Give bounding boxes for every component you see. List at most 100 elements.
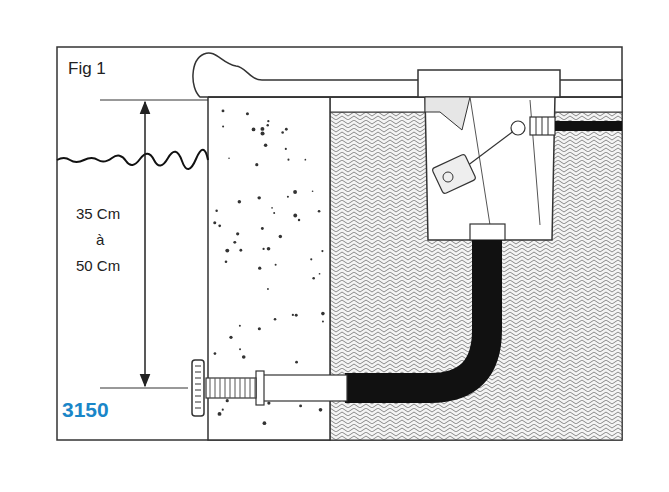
concrete-dot — [319, 408, 323, 412]
inlet-flange — [192, 360, 204, 416]
thread-line — [230, 378, 231, 398]
skimmer-body — [425, 95, 555, 240]
thread-line — [225, 378, 226, 398]
concrete-dot — [258, 327, 261, 330]
extension-line — [100, 388, 188, 389]
concrete-dot — [319, 273, 321, 275]
side-port-thread — [536, 117, 548, 135]
side-hose — [555, 121, 622, 131]
concrete-dot — [262, 248, 264, 250]
concrete-dot — [239, 348, 241, 350]
inlet-grille — [195, 366, 201, 408]
concrete-dot — [246, 112, 249, 115]
concrete-dot — [275, 264, 277, 266]
concrete-dot — [218, 412, 222, 416]
flexible-hose — [345, 240, 487, 388]
skimmer-weir — [425, 97, 470, 130]
concrete-dot — [222, 109, 225, 112]
bottom-outlet — [470, 224, 505, 240]
concrete-dot — [236, 232, 239, 235]
concrete-dot — [271, 207, 273, 209]
dimension-line — [144, 102, 146, 386]
thread-line — [235, 378, 236, 398]
thread-line — [220, 378, 221, 398]
concrete-dot — [229, 336, 232, 339]
thread-line — [245, 378, 246, 398]
thread-line — [250, 378, 251, 398]
concrete-dot — [287, 159, 289, 161]
concrete-dot — [281, 131, 284, 134]
concrete-dot — [255, 163, 258, 166]
concrete-dot — [279, 235, 282, 238]
concrete-dot — [257, 196, 260, 199]
concrete-dot — [214, 352, 217, 355]
skimmer-lid — [418, 70, 560, 97]
concrete-dot — [218, 224, 221, 227]
concrete-dot — [273, 212, 275, 214]
concrete-dot — [295, 361, 298, 364]
concrete-dot — [225, 249, 229, 253]
concrete-dot — [252, 128, 256, 132]
coping — [193, 53, 622, 97]
concrete-dot — [215, 210, 217, 212]
water-line — [57, 150, 208, 169]
skimmer-basket — [470, 97, 540, 225]
dimension-text: à — [96, 232, 104, 249]
concrete-dot — [222, 409, 224, 411]
float — [432, 154, 476, 195]
concrete-dot — [285, 148, 287, 150]
concrete-dot — [285, 128, 288, 131]
concrete-dot — [293, 214, 297, 218]
concrete-dot — [293, 190, 297, 194]
concrete-dot — [233, 241, 236, 244]
part-number: 3150 — [62, 398, 109, 421]
dimension-text: 35 Cm — [76, 206, 120, 223]
concrete-dot — [321, 312, 325, 316]
concrete-dot — [312, 190, 314, 192]
concrete-dot — [267, 288, 269, 290]
float-pivot — [511, 121, 525, 135]
concrete-dot — [226, 399, 229, 402]
concrete-dot — [267, 247, 271, 251]
concrete-dot — [299, 404, 302, 407]
concrete-dot — [298, 219, 300, 221]
concrete-dot — [260, 127, 264, 131]
concrete-dot — [228, 158, 230, 160]
concrete-dot — [258, 267, 261, 270]
fitting-nut — [256, 371, 264, 405]
concrete-dot — [242, 355, 246, 359]
concrete-dot — [292, 314, 294, 316]
dimension-text: 50 Cm — [76, 258, 120, 275]
concrete-dot — [238, 200, 241, 203]
concrete-dot — [266, 124, 268, 126]
concrete-dot — [239, 325, 241, 327]
pipe-fitting — [262, 375, 347, 401]
concrete-dot — [312, 277, 315, 280]
concrete-dot — [263, 421, 267, 425]
concrete-dot — [305, 159, 307, 161]
concrete-dot — [295, 314, 298, 317]
concrete-dot — [213, 221, 216, 224]
side-port — [530, 117, 555, 135]
concrete-dot — [225, 260, 228, 263]
concrete-dot — [222, 126, 224, 128]
figure-frame — [57, 47, 622, 440]
concrete-dot — [264, 144, 268, 148]
concrete-dot — [321, 250, 323, 252]
concrete-dot — [310, 258, 312, 260]
thread-line — [215, 378, 216, 398]
thread-line — [240, 378, 241, 398]
concrete-dot — [274, 318, 277, 321]
thread-line — [210, 378, 211, 398]
thread-lines — [210, 378, 255, 398]
threaded-body — [206, 378, 256, 398]
concrete-dot — [318, 210, 321, 213]
concrete-dot — [267, 401, 270, 404]
concrete-dot — [261, 132, 265, 136]
concrete-dot — [322, 320, 324, 322]
concrete-dot — [261, 227, 264, 230]
thread-line — [255, 378, 256, 398]
extension-line — [100, 100, 208, 101]
figure-number: Fig 1 — [68, 60, 106, 79]
